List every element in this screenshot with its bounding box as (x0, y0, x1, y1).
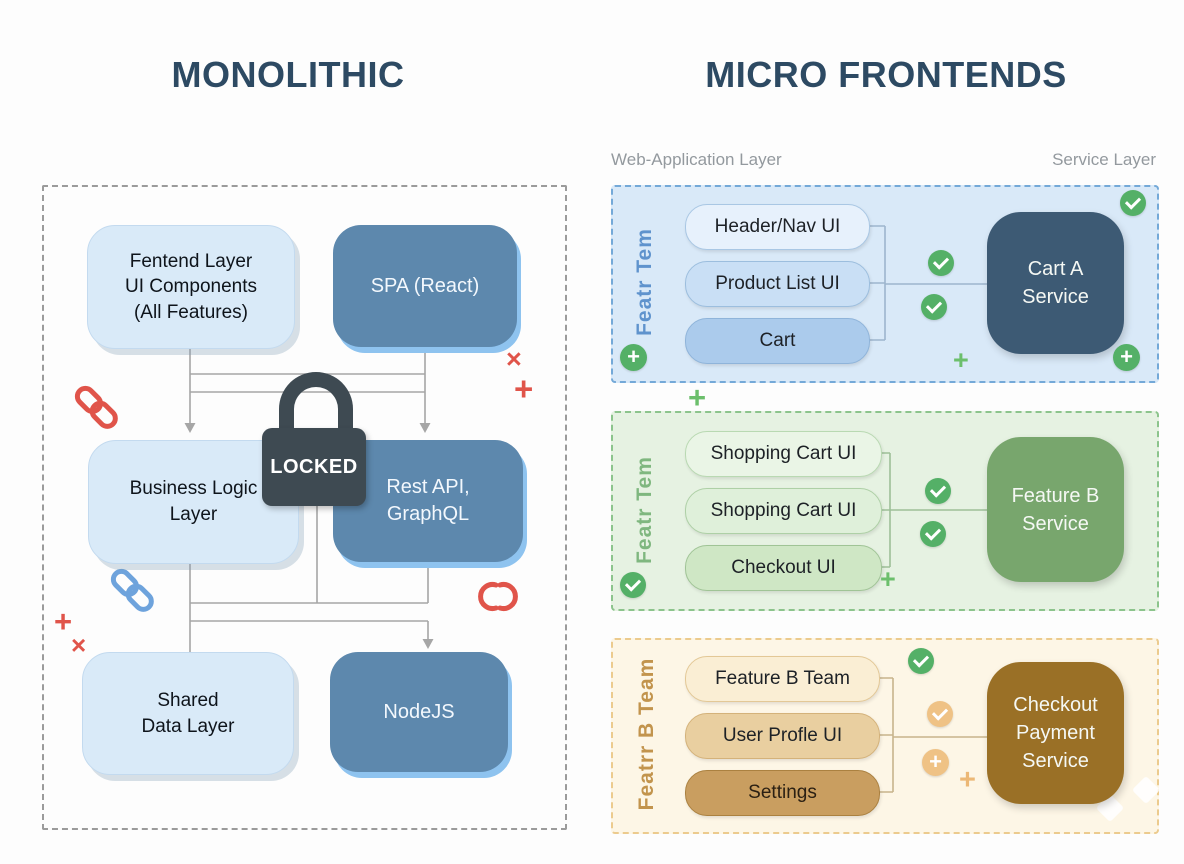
plus-mark-between-rows: + (688, 380, 707, 415)
monolithic-title: MONOLITHIC (171, 54, 405, 95)
service-layer-label: Service Layer (1052, 150, 1156, 169)
plus-circle-icon-row1-left: + (620, 344, 647, 371)
check-icon-row1-a (928, 250, 954, 276)
check-icon-row3-green (908, 648, 934, 674)
pill-user-profile-ui: User Profle UI (685, 713, 880, 759)
red-cross-mark-top: × (506, 344, 522, 374)
plus-circle-icon-row1-right: + (1113, 344, 1140, 371)
padlock-icon: LOCKED (262, 372, 372, 512)
pill-feature-b-team: Feature B Team (685, 656, 880, 702)
monolithic-dashed-panel (42, 185, 567, 830)
frontend-layer-box: Fentend Layer UI Components (All Feature… (87, 225, 295, 349)
cart-a-service-box: Cart A Service (987, 212, 1124, 354)
check-icon-row2-left (620, 572, 646, 598)
padlock-body-label: LOCKED (262, 428, 366, 506)
check-icon-row3-orange (927, 701, 953, 727)
pill-shopping-cart-ui-2: Shopping Cart UI (685, 488, 882, 534)
team-b-label: Featr Tem (633, 456, 656, 564)
spa-react-box: SPA (React) (333, 225, 517, 347)
plus-circle-icon-row3: + (922, 749, 949, 776)
pill-shopping-cart-ui-1: Shopping Cart UI (685, 431, 882, 477)
checkout-payment-service-box: Checkout Payment Service (987, 662, 1124, 804)
pill-checkout-ui: Checkout UI (685, 545, 882, 591)
pill-settings: Settings (685, 770, 880, 816)
plus-mark-row3: + (959, 764, 976, 796)
check-icon-row2-a (925, 478, 951, 504)
red-cross-mark-bottom: × (71, 630, 87, 660)
check-icon-row1-border (1120, 190, 1146, 216)
red-plus-mark-top: + (514, 370, 534, 407)
pill-cart: Cart (685, 318, 870, 364)
check-icon-row2-b (920, 521, 946, 547)
pill-header-nav-ui: Header/Nav UI (685, 204, 870, 250)
team-a-label: Featr Tem (633, 228, 656, 336)
shared-data-layer-box: Shared Data Layer (82, 652, 294, 775)
plus-mark-row2: + (880, 564, 896, 594)
feature-b-service-box: Feature B Service (987, 437, 1124, 582)
red-plus-mark-bottom: + (54, 604, 73, 639)
nodejs-box: NodeJS (330, 652, 508, 772)
check-icon-row1-b (921, 294, 947, 320)
micro-frontends-title: MICRO FRONTENDS (705, 54, 1067, 95)
team-c-label: Featrr B Team (635, 657, 658, 811)
plus-mark-row1: + (953, 345, 969, 375)
pill-product-list-ui: Product List UI (685, 261, 870, 307)
web-application-layer-label: Web-Application Layer (611, 150, 782, 169)
